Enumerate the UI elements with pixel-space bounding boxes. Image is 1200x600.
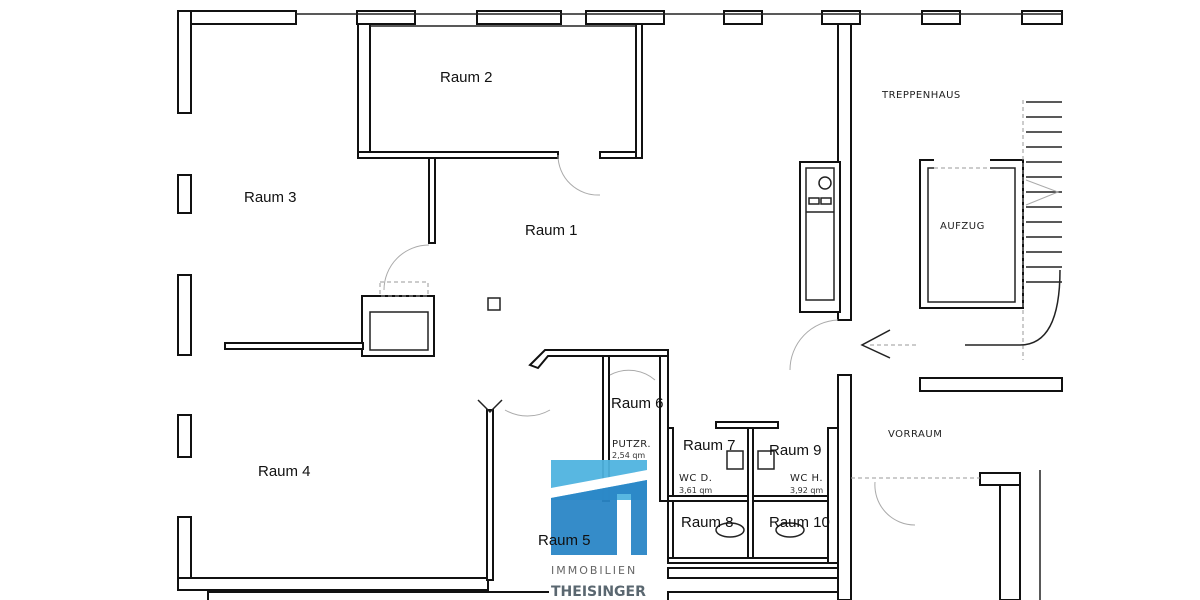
label-wc-h: WC H. [790, 473, 823, 484]
label-aufzug: AUFZUG [940, 221, 985, 232]
label-vorraum: VORRAUM [888, 429, 942, 440]
room-label-raum4: Raum 4 [258, 463, 311, 480]
logo-line1: IMMOBILIEN [551, 564, 637, 577]
staircase [965, 100, 1062, 360]
room-label-raum5: Raum 5 [538, 532, 591, 549]
theisinger-logo: IMMOBILIEN THEISINGER [549, 460, 651, 600]
label-treppenhaus: TREPPENHAUS [881, 90, 961, 101]
room-label-raum7: Raum 7 [683, 437, 736, 454]
label-wc-h-area: 3,92 qm [790, 486, 823, 495]
room-label-raum1: Raum 1 [525, 222, 578, 239]
label-wc-d: WC D. [679, 473, 712, 484]
room-label-raum6: Raum 6 [611, 395, 664, 412]
room-label-raum3: Raum 3 [244, 189, 297, 206]
walls [177, 10, 1063, 600]
label-wc-d-area: 3,61 qm [679, 486, 712, 495]
logo-line2: THEISINGER [551, 584, 646, 600]
room-label-raum10: Raum 10 [769, 514, 830, 531]
room-label-raum2: Raum 2 [440, 69, 493, 86]
room-label-raum9: Raum 9 [769, 442, 822, 459]
room-labels: Raum 2 Raum 3 Raum 1 Raum 4 Raum 5 Raum … [244, 69, 985, 549]
label-putzr: PUTZR. [612, 439, 651, 450]
room-label-raum8: Raum 8 [681, 514, 734, 531]
label-putzr-area: 2,54 qm [612, 451, 645, 460]
